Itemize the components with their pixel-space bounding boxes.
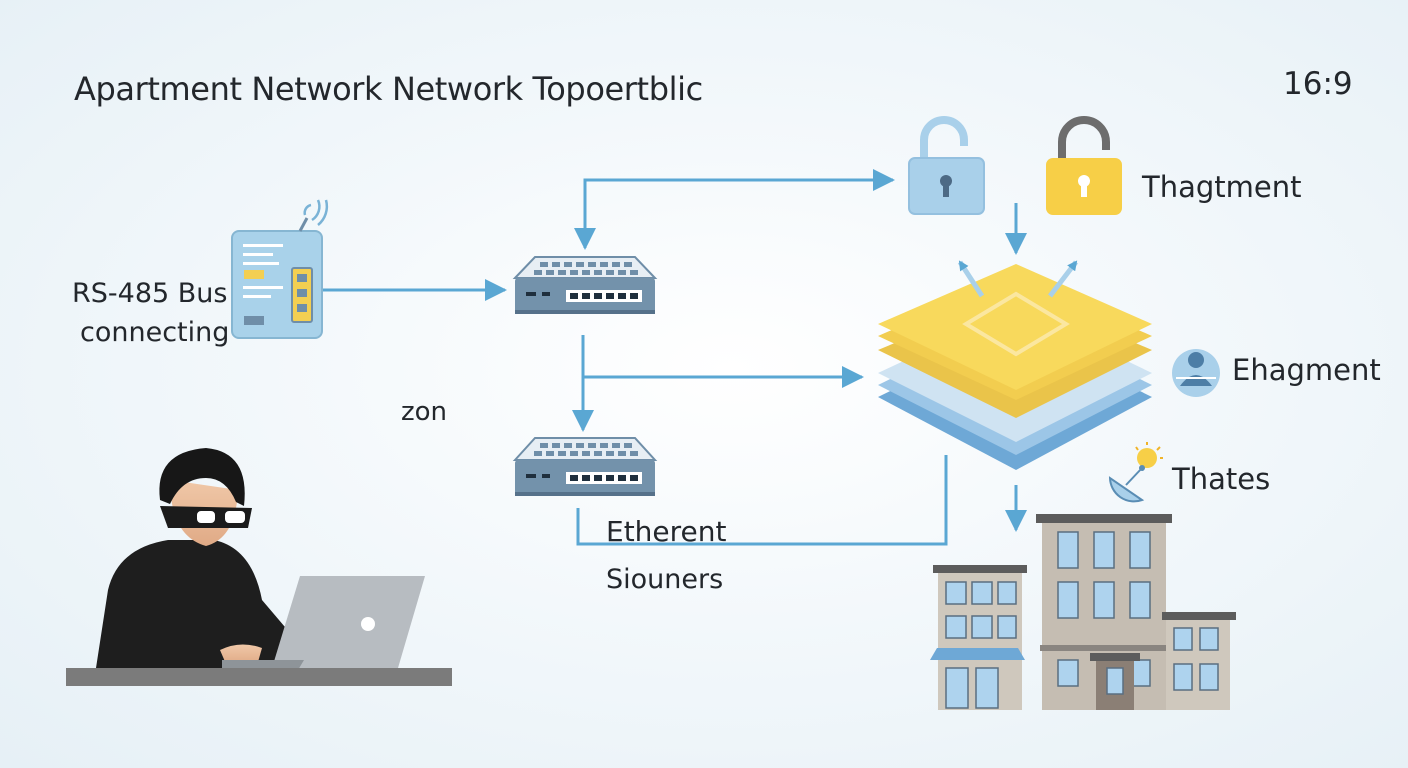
hacker-icon — [96, 448, 300, 668]
page-title: Apartment Network Network Topoertblic — [74, 70, 703, 108]
user-network-icon — [1172, 349, 1220, 397]
rs485-label-line1: RS-485 Bus — [72, 278, 228, 309]
ethernet-link — [576, 455, 948, 546]
wifi-signal-icon — [303, 199, 329, 226]
arrow-top-loop — [583, 169, 895, 240]
apartment-building-icon — [930, 514, 1236, 710]
satellite-dish-icon — [1108, 442, 1163, 503]
ethernet-label-line2: Siouners — [606, 564, 724, 595]
fragment-top-label: Thagtment — [1142, 170, 1302, 204]
intercom-panel-icon — [231, 217, 323, 339]
fragment-mid-label: Ehagment — [1232, 353, 1381, 387]
layer-stack-icon — [878, 260, 1152, 470]
unlocked-padlock-icon — [908, 116, 985, 215]
network-switch-icon — [512, 437, 658, 496]
threats-label: Thates — [1172, 462, 1271, 496]
aspect-ratio-label: 16:9 — [1283, 66, 1353, 102]
rs485-label-line2: connecting — [80, 317, 230, 348]
desk — [66, 668, 452, 686]
zone-label: zon — [401, 397, 448, 427]
network-switch-icon — [512, 256, 658, 314]
laptop-icon — [222, 576, 425, 670]
locked-padlock-icon — [1046, 116, 1122, 215]
connector-lines — [312, 169, 1027, 546]
